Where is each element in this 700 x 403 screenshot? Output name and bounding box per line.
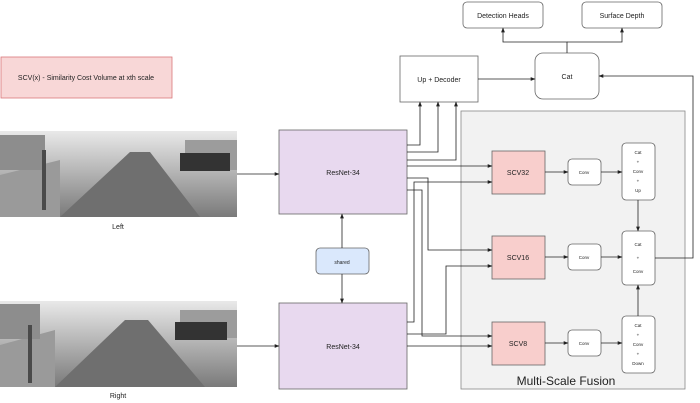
up-decoder-label: Up + Decoder — [417, 77, 461, 84]
bot-stack-line: Down — [632, 361, 644, 366]
fusion-panel-label: Multi-Scale Fusion — [517, 374, 616, 388]
edge-cat-heads — [501, 27, 568, 53]
scv16-node — [491, 235, 546, 280]
shared-node — [315, 247, 370, 275]
edge-resnet-right-scv16 — [407, 264, 493, 335]
conv-bot-label: Conv — [579, 341, 590, 346]
edge-resnet-left-scv8 — [407, 189, 493, 338]
scv8-node — [491, 321, 546, 366]
right-camera-image — [0, 301, 237, 387]
up-decoder-node — [399, 55, 479, 103]
mid-stack-line: Cat — [634, 242, 642, 247]
edge-stack-mid-cat — [598, 74, 694, 259]
resnet-left-label: ResNet-34 — [326, 170, 360, 177]
mid-stack-line: Conv — [633, 269, 644, 274]
left-image-label: Left — [112, 224, 124, 231]
legend-box — [0, 56, 173, 99]
conv-mid-label: Conv — [579, 255, 590, 260]
top-stack-line: Cat — [634, 150, 642, 155]
scv32-node — [491, 150, 546, 195]
edges — [237, 27, 694, 348]
resnet-left-node — [278, 129, 408, 215]
bot-stack-line: + — [637, 333, 640, 338]
scv8-label: SCV8 — [509, 341, 527, 348]
edge-resnet-left-decoder-a — [407, 101, 422, 146]
scv32-label: SCV32 — [507, 170, 529, 177]
conv-top-label: Conv — [579, 170, 590, 175]
edge-resnet-right-scv32 — [407, 180, 493, 323]
top-stack-line: Up — [635, 188, 641, 193]
edge-resnet-left-decoder-c — [407, 101, 458, 161]
scv16-label: SCV16 — [507, 255, 529, 262]
edge-resnet-left-decoder-b — [407, 101, 440, 153]
right-image-label: Right — [110, 393, 126, 400]
top-stack-line: + — [637, 160, 640, 165]
mid-stack-line: + — [637, 256, 640, 261]
edge-resnet-left-scv16 — [407, 177, 493, 252]
resnet-right-label: ResNet-34 — [326, 344, 360, 351]
shared-label: shared — [334, 260, 350, 266]
stack-bot-text: Cat + Conv + Down — [632, 323, 644, 366]
top-stack-line: + — [637, 179, 640, 184]
bot-stack-line: Conv — [633, 342, 644, 347]
bot-stack-line: + — [637, 352, 640, 357]
edge-cat-depth — [567, 27, 624, 43]
surface-depth-label: Surface Depth — [600, 13, 645, 20]
top-stack-line: Conv — [633, 169, 644, 174]
left-camera-image — [0, 131, 237, 217]
legend-text: SCV(x) - Similarity Cost Volume at xth s… — [18, 75, 154, 82]
stack-top-text: Cat + Conv + Up — [633, 150, 644, 193]
cat-label: Cat — [562, 74, 573, 81]
bot-stack-line: Cat — [634, 323, 642, 328]
detection-heads-label: Detection Heads — [477, 13, 529, 20]
stack-mid-text: Cat + Conv — [633, 242, 644, 274]
